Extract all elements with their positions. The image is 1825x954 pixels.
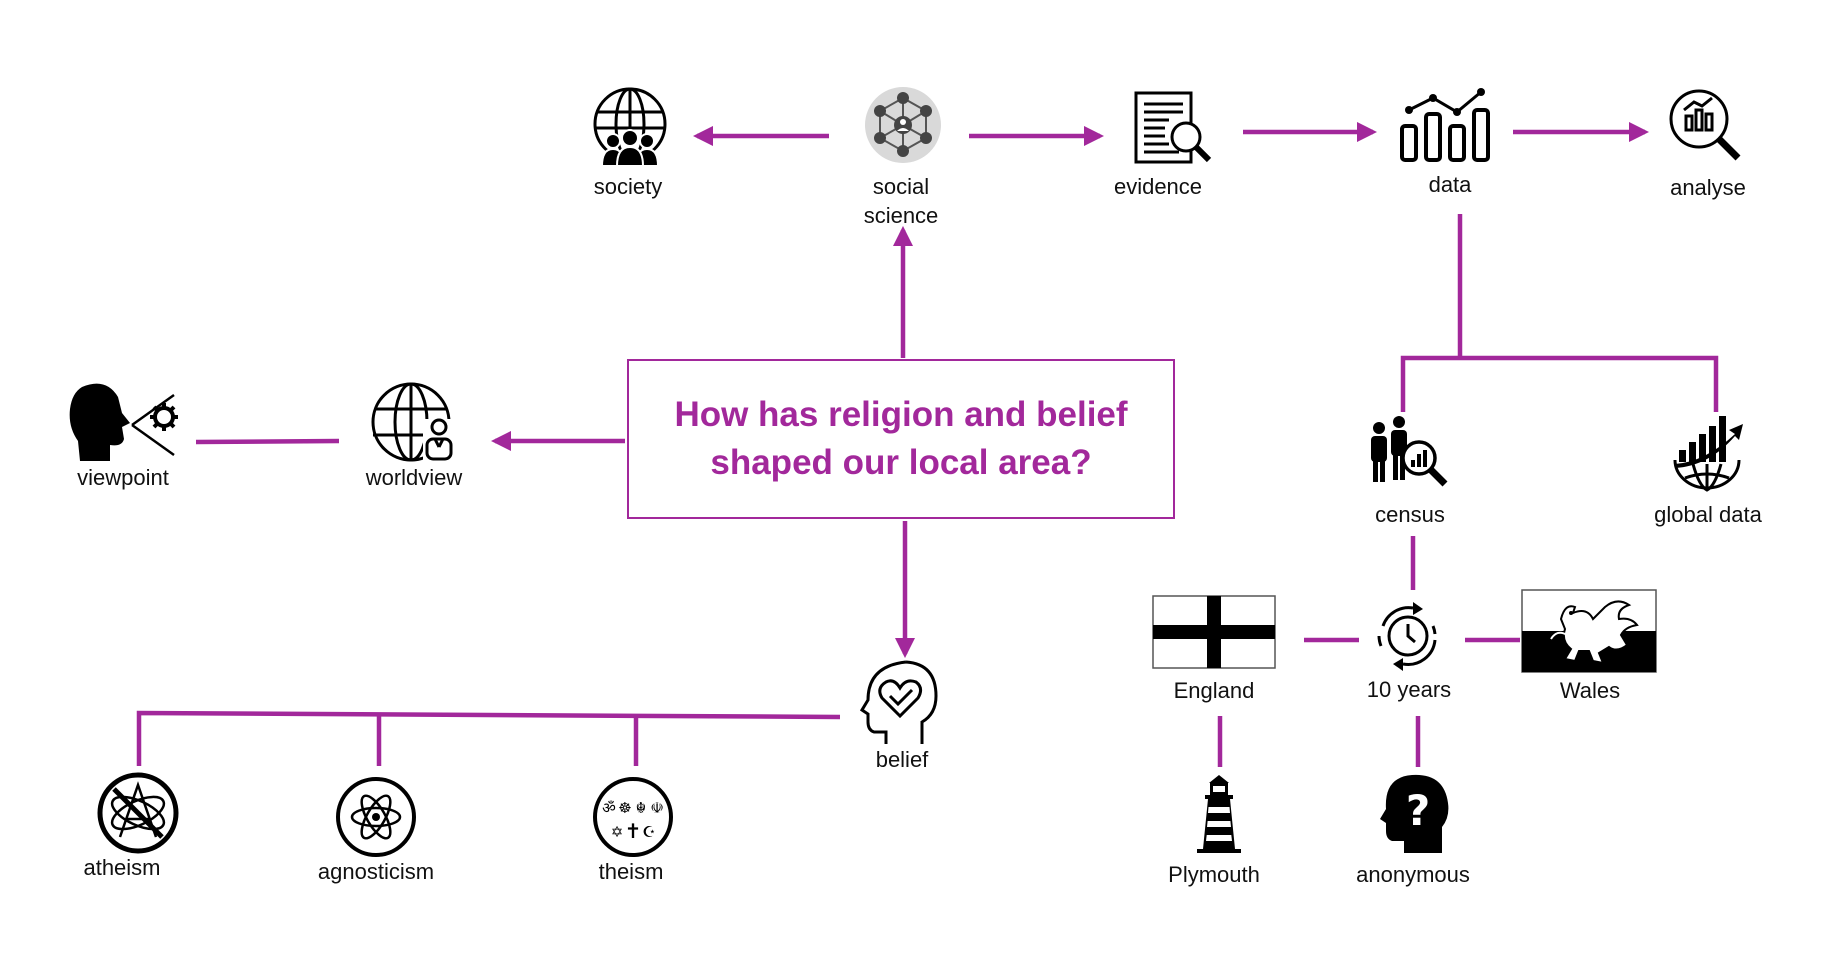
- node-label-social-science: social science: [863, 174, 939, 228]
- svg-text:✝: ✝: [625, 819, 642, 843]
- head-question-icon: ?: [1380, 774, 1449, 853]
- node-label-global-data: global data: [1654, 502, 1762, 527]
- svg-text:☫: ☫: [650, 799, 663, 817]
- node-label-society: society: [593, 174, 663, 199]
- people-chart-search-icon: [1371, 416, 1448, 487]
- svg-text:✡: ✡: [611, 823, 624, 841]
- svg-text:☬: ☬: [636, 799, 647, 817]
- globe-person-icon: [371, 382, 455, 462]
- node-label-evidence: evidence: [1113, 174, 1203, 199]
- node-label-agnosticism: agnosticism: [317, 859, 435, 884]
- svg-text:☸: ☸: [618, 799, 631, 817]
- globe-growth-chart-icon: [1673, 416, 1743, 492]
- document-search-icon: [1134, 91, 1212, 164]
- clock-cycle-icon: [1377, 602, 1437, 671]
- bar-line-chart-icon: [1400, 88, 1490, 162]
- line-worldview-viewpoint: [195, 438, 340, 445]
- node-label-belief: belief: [875, 747, 929, 772]
- atheism-symbol-icon: [97, 772, 179, 854]
- node-label-england: England: [1173, 678, 1255, 703]
- node-label-plymouth: Plymouth: [1168, 862, 1260, 887]
- node-label-theism: theism: [598, 859, 664, 884]
- node-label-worldview: worldview: [365, 465, 463, 490]
- england-flag-icon: [1152, 595, 1276, 669]
- central-question-box: How has religion and belief shaped our l…: [627, 359, 1175, 519]
- line-belief-branches: [136, 710, 841, 766]
- wales-flag-icon: [1521, 589, 1657, 673]
- central-question: How has religion and belief shaped our l…: [674, 395, 1128, 482]
- line-data-branches: [1400, 355, 1719, 412]
- node-label-viewpoint: viewpoint: [77, 465, 169, 490]
- atom-symbol-icon: [336, 777, 416, 857]
- node-label-ten-years: 10 years: [1366, 677, 1452, 702]
- node-label-anonymous: anonymous: [1356, 862, 1470, 887]
- lighthouse-icon: [1197, 775, 1241, 853]
- node-label-analyse: analyse: [1670, 175, 1746, 200]
- node-label-data: data: [1428, 172, 1472, 197]
- religious-symbols-icon: ॐ ☸ ☬ ☫ ✡ ✝ ☪: [593, 777, 673, 857]
- head-heart-icon: [860, 660, 938, 744]
- svg-text:?: ?: [1406, 786, 1430, 835]
- chart-magnifier-icon: [1669, 89, 1741, 161]
- node-label-census: census: [1375, 502, 1445, 527]
- svg-text:☪: ☪: [642, 823, 655, 841]
- globe-people-icon: [593, 87, 667, 166]
- speaking-head-gear-icon: [69, 383, 178, 461]
- svg-text:ॐ: ॐ: [602, 799, 616, 817]
- node-label-wales: Wales: [1559, 678, 1621, 703]
- people-network-icon: [865, 87, 941, 163]
- node-label-atheism: atheism: [83, 855, 161, 880]
